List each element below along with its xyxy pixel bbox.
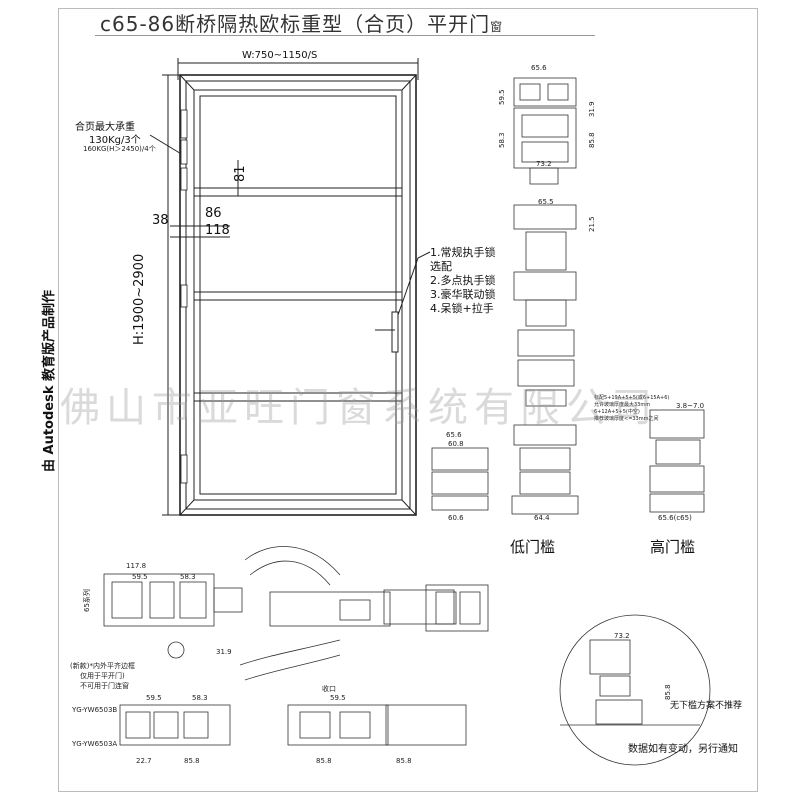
dim-85-8-row2c: 85.8	[396, 757, 412, 765]
title-underline	[95, 35, 595, 36]
dim-85-8-row2: 85.8	[184, 757, 200, 765]
series-65-label: 65系列	[83, 589, 91, 612]
dim-58-3-bottom: 58.3	[180, 573, 196, 581]
dim-65-6-low: 65.6	[446, 431, 462, 439]
drawing-frame	[58, 8, 758, 792]
dim-59-5-bottom: 59.5	[132, 573, 148, 581]
dim-60-8: 60.8	[448, 440, 464, 448]
dim-59-5-row2: 59.5	[146, 694, 162, 702]
no-sill-not-recommended: 无下槛方案不推荐	[670, 701, 743, 711]
dim-73-2: 73.2	[536, 160, 552, 168]
dim-65-5: 65.5	[538, 198, 554, 206]
glass-note-line: 6+12A+5+5(中空)	[594, 409, 640, 415]
dim-3-8-7-0: 3.8~7.0	[676, 402, 705, 410]
height-dimension-label: H:1900~2900	[132, 253, 147, 345]
hinge-note-line1: 合页最大承重	[75, 122, 135, 133]
lock-options-list: 1.常规执手锁 选配 2.多点执手锁 3.豪华联动锁 4.呆锁+拉手	[430, 246, 496, 316]
closing-label: 收口	[322, 685, 336, 693]
dim-58-3-row2: 58.3	[192, 694, 208, 702]
dim-118-label: 118	[205, 223, 230, 238]
lock-option: 3.豪华联动锁	[430, 288, 496, 301]
dim-31-9-bottom: 31.9	[216, 648, 232, 656]
dim-85-8-vert: 85.8	[588, 132, 596, 148]
lock-option: 4.呆锁+拉手	[430, 302, 494, 315]
new-profile-note-1: (新款)*内外平齐边框	[70, 662, 135, 670]
dim-22-7: 22.7	[136, 757, 152, 765]
lock-option: 选配	[430, 260, 452, 273]
dim-60-6: 60.6	[448, 514, 464, 522]
low-sill-label: 低门槛	[510, 538, 556, 556]
lock-option: 1.常规执手锁	[430, 246, 496, 259]
dim-21-5-vert: 21.5	[588, 216, 596, 232]
glass-note: 标配5+19A+5+5(或6+15A+6) 允许玻璃厚度最大33mm 6+12A…	[594, 394, 669, 422]
drawing-title: c65-86断桥隔热欧标重型（合页）平开门窗	[100, 8, 503, 37]
dim-117-8: 117.8	[126, 562, 147, 570]
glass-note-line: 推荐玻璃厚度<=33mm之间	[594, 416, 659, 422]
lock-option: 2.多点执手锁	[430, 274, 496, 287]
dim-64-4: 64.4	[534, 514, 550, 522]
dim-31-9-vert: 31.9	[588, 101, 596, 117]
new-profile-note-3: 不可用于门连窗	[80, 682, 129, 690]
company-watermark: 佛山市亚旺门窗系统有限公司	[60, 385, 658, 431]
high-sill-label: 高门槛	[650, 538, 696, 556]
profile-code-a: YG-YW6503A	[72, 740, 118, 748]
dim-59-5-row2b: 59.5	[330, 694, 346, 702]
width-dimension-label: W:750~1150/S	[242, 50, 318, 61]
dim-85-8-row2b: 85.8	[316, 757, 332, 765]
title-main: c65-86断桥隔热欧标重型（合页）平开门	[100, 12, 491, 36]
dim-73-2-detail: 73.2	[614, 632, 630, 640]
title-suffix: 窗	[490, 20, 504, 34]
hinge-note-line3: 160KG(H＞2450)/4个	[83, 145, 156, 153]
dim-81-label: 81	[233, 165, 248, 182]
hinge-note-line2: 130Kg/3个	[89, 135, 141, 146]
dim-38-label: 38	[152, 213, 169, 228]
dim-65-6: 65.6	[531, 64, 547, 72]
dim-86-label: 86	[205, 206, 222, 221]
glass-note-line: 允许玻璃厚度最大33mm	[594, 402, 651, 408]
new-profile-note-2: 仅用于平开门)	[80, 672, 125, 680]
profile-code-b: YG-YW6503B	[72, 706, 118, 714]
data-change-notice: 数据如有变动，另行通知	[628, 744, 738, 755]
dim-58-3-vert: 58.3	[498, 132, 506, 148]
dim-59-5-vert: 59.5	[498, 89, 506, 105]
dim-65-6-c65: 65.6(c65)	[658, 514, 692, 522]
glass-note-line: 标配5+19A+5+5(或6+15A+6)	[594, 395, 670, 401]
